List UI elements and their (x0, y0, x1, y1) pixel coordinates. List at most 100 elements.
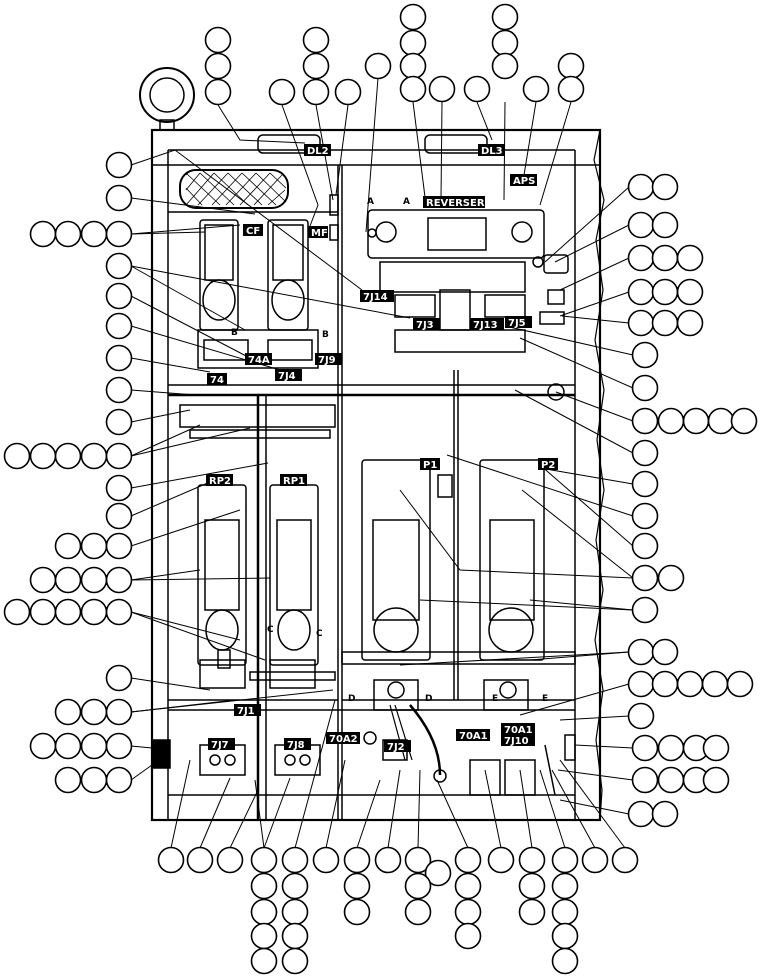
label-7j10: 7J10 (501, 734, 535, 747)
callout-bubble (657, 734, 685, 762)
callout-bubble (631, 564, 659, 592)
letter-a1: A (367, 197, 374, 207)
callout-bubble (631, 502, 659, 530)
callout-bubble (281, 898, 309, 926)
letter-d1: D (348, 694, 355, 704)
callout-bubble (551, 898, 579, 926)
leader-line (365, 77, 379, 233)
callout-bubble (627, 638, 655, 666)
leader-line (519, 337, 634, 389)
blower-fan-outer (139, 67, 195, 123)
letter-c2: C (316, 629, 323, 639)
callout-bubble (105, 344, 133, 372)
leader-line (130, 295, 251, 359)
callout-bubble (631, 407, 659, 435)
callout-bubble (54, 442, 82, 470)
label-dl3: DL3 (478, 144, 505, 157)
leader-line (217, 104, 306, 144)
callout-bubble (29, 566, 57, 594)
contactor-p2 (479, 459, 545, 661)
reverser-assembly (367, 209, 545, 259)
letter-e1: E (492, 694, 498, 704)
svg-text:70A1: 70A1 (504, 725, 533, 736)
leader-line (436, 779, 469, 849)
callout-bubble (657, 766, 685, 794)
svg-text:P1: P1 (423, 460, 437, 471)
callout-bubble (250, 872, 278, 900)
label-7j14: 7J14 (360, 290, 394, 303)
leader-line (561, 315, 630, 324)
callout-bubble (105, 312, 133, 340)
svg-text:7J3: 7J3 (416, 320, 434, 331)
leader-line (130, 462, 269, 489)
leader-line (559, 759, 626, 849)
leader-line (440, 101, 443, 201)
callout-bubble (707, 407, 735, 435)
svg-text:REVERSER: REVERSER (426, 198, 485, 209)
callout-bubble (105, 566, 133, 594)
callout-bubble (701, 670, 729, 698)
letter-c1: C (267, 625, 274, 635)
callout-bubble (454, 898, 482, 926)
label-p1: P1 (420, 458, 440, 471)
callout-bubble (302, 78, 330, 106)
callout-bubble (551, 846, 579, 874)
callout-bubble (204, 26, 232, 54)
callout-bubble (105, 184, 133, 212)
callout-bubble (631, 596, 659, 624)
leader-line (281, 104, 319, 227)
label-7j13: 7J13 (470, 318, 504, 331)
label-aps: APS (510, 174, 537, 187)
callout-bubble (281, 922, 309, 950)
leader-line (130, 265, 411, 319)
callout-bubble (343, 898, 371, 926)
callout-bubble (676, 670, 704, 698)
callout-bubble (54, 766, 82, 794)
leader-line (130, 424, 201, 457)
callout-bubble (627, 702, 655, 730)
label-cf: CF (243, 224, 263, 237)
leader-line (170, 759, 191, 849)
label-7j3: 7J3 (413, 318, 440, 331)
callout-bubble (186, 846, 214, 874)
leader-line (130, 409, 191, 423)
leader-line (539, 769, 566, 849)
callout-bubble (29, 442, 57, 470)
letter-e2: E (542, 694, 548, 704)
callout-bubble (428, 75, 456, 103)
leader-line (294, 699, 336, 849)
callout-bubble (399, 52, 427, 80)
callout-bubble (54, 566, 82, 594)
callout-bubble (250, 922, 278, 950)
callout-bubble (204, 52, 232, 80)
label-reverser: REVERSER (423, 196, 485, 209)
leader-line (559, 291, 630, 317)
callout-bubble (105, 282, 133, 310)
letter-b1: B (231, 328, 238, 338)
callout-bubbles (3, 3, 758, 975)
leader-line (199, 777, 231, 849)
svg-text:7J8: 7J8 (287, 740, 305, 751)
svg-text:MF: MF (311, 228, 328, 239)
leader-line (504, 325, 634, 356)
callout-bubble (105, 732, 133, 760)
leader-line (130, 481, 211, 517)
svg-text:7J5: 7J5 (508, 318, 526, 329)
callout-bubble (281, 872, 309, 900)
callout-bubble (657, 407, 685, 435)
callout-bubble (631, 374, 659, 402)
callout-bubble (651, 670, 679, 698)
callout-bubble (250, 846, 278, 874)
callout-bubble (726, 670, 754, 698)
leader-line (130, 357, 211, 373)
callout-bubble (651, 278, 679, 306)
callout-bubble (281, 947, 309, 975)
callout-bubble (343, 846, 371, 874)
callout-bubble (491, 52, 519, 80)
callout-bubble (557, 75, 585, 103)
shelf-plate (179, 404, 336, 428)
callout-bubble (399, 75, 427, 103)
callout-bubble (627, 244, 655, 272)
callout-bubble (627, 278, 655, 306)
